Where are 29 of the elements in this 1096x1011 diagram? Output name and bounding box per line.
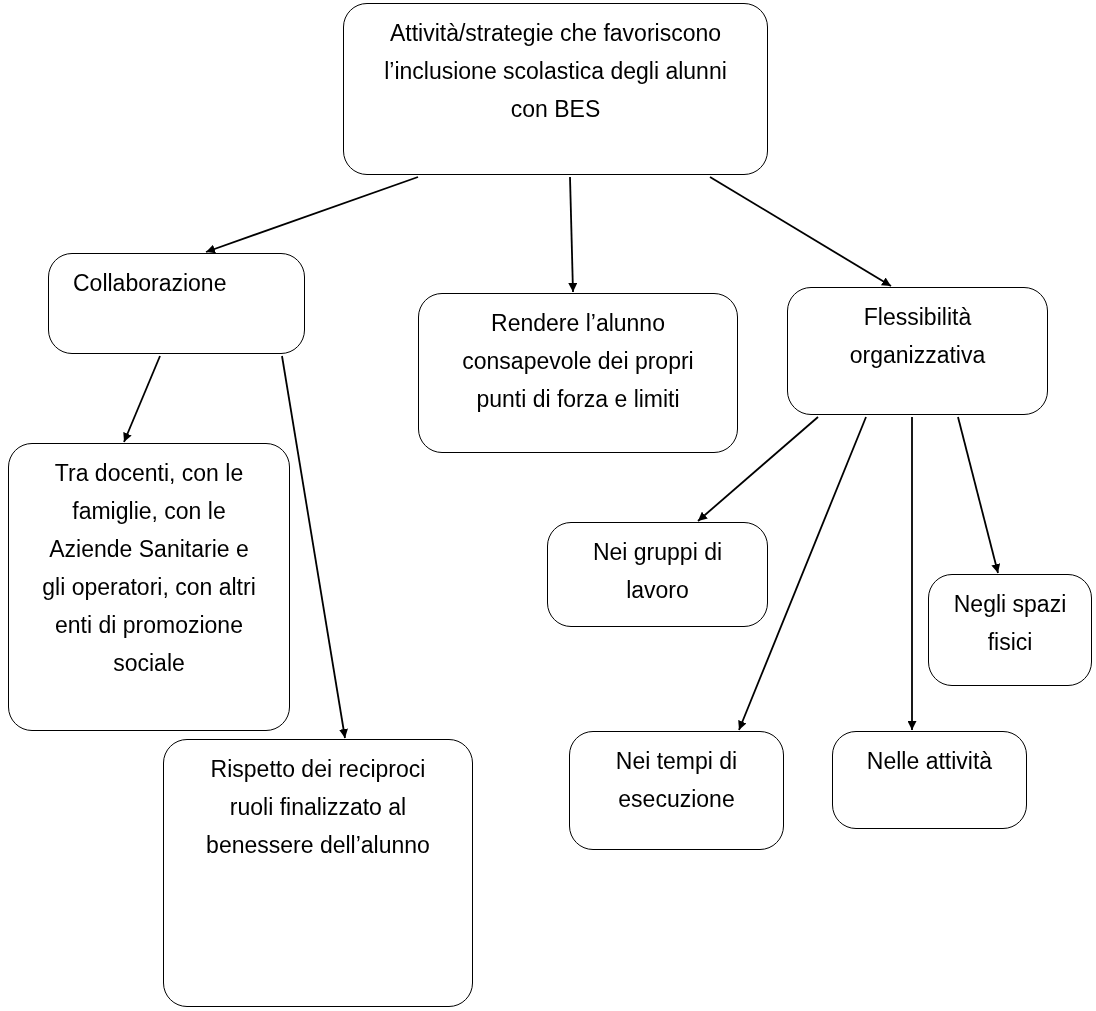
arrow — [123, 355, 161, 443]
rounded-box — [418, 293, 738, 453]
box-text: Rispetto dei reciproci ruoli finalizzato al benessere dell’alunno — [205, 755, 431, 860]
rounded-box — [928, 574, 1092, 686]
box-text: Flessibilità organizzativa — [848, 303, 987, 370]
box-text: Nei tempi di esecuzione — [614, 747, 739, 814]
rounded-box — [547, 522, 768, 627]
rounded-box — [569, 731, 784, 850]
arrow — [697, 416, 819, 522]
arrow — [568, 176, 578, 293]
rounded-box — [163, 739, 473, 1007]
rounded-box — [8, 443, 290, 731]
box-text: Nei gruppi di lavoro — [591, 538, 724, 605]
rounded-box — [832, 731, 1027, 829]
arrow — [907, 416, 917, 731]
arrow — [957, 416, 1001, 574]
box-text: Nelle attività — [866, 747, 993, 776]
box-text: Negli spazi fisici — [952, 590, 1068, 657]
arrow — [281, 355, 348, 739]
arrow — [709, 176, 892, 287]
box-text: Attività/strategie che favoriscono l’inclusione scolastica degli alunni con BES — [383, 19, 728, 124]
box-text: Collaborazione — [73, 269, 227, 298]
rounded-box — [787, 287, 1048, 415]
box-text: Rendere l’alunno consapevole dei propri punti di forza e limiti — [461, 309, 695, 414]
arrow — [738, 416, 867, 731]
rounded-box — [343, 3, 768, 175]
rounded-box — [48, 253, 305, 354]
arrow — [205, 176, 419, 254]
box-text: Tra docenti, con le famiglie, con le Aziende Sanitarie e gli operatori, con altri enti di promozione sociale — [41, 459, 257, 678]
